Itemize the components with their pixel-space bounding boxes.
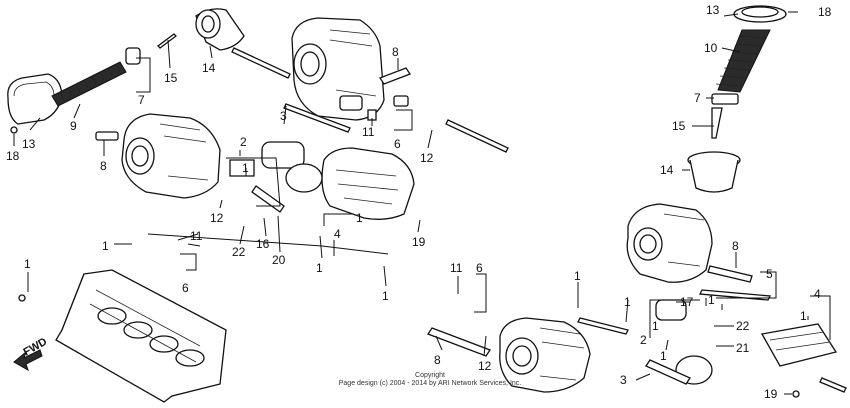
callout-1: 1 — [574, 269, 581, 283]
pilot-screw-upper — [367, 67, 509, 153]
callout-17: 17 — [680, 295, 694, 309]
callout-8: 8 — [434, 353, 441, 367]
callout-6: 6 — [182, 281, 189, 295]
callout-3: 3 — [280, 109, 287, 123]
callout-20: 20 — [272, 253, 286, 267]
callout-8: 8 — [732, 239, 739, 253]
callout-22: 22 — [736, 319, 750, 333]
callout-5: 5 — [766, 267, 773, 281]
callout-1: 1 — [102, 239, 109, 253]
callout-1: 1 — [24, 257, 31, 271]
copyright-text: Page design (c) 2004 - 2014 by ARI Netwo… — [338, 380, 522, 387]
leader-lines — [13, 11, 831, 395]
callout-15: 15 — [164, 71, 178, 85]
callout-6: 6 — [394, 137, 401, 151]
float-bowl-right — [645, 289, 847, 398]
callout-6: 6 — [476, 261, 483, 275]
callout-13: 13 — [22, 137, 36, 151]
callout-15: 15 — [672, 119, 686, 133]
callout-1: 1 — [356, 211, 363, 225]
callout-7: 7 — [694, 91, 701, 105]
callout-21: 21 — [736, 341, 750, 355]
float-bowl-middle — [229, 141, 415, 220]
callout-1: 1 — [316, 261, 323, 275]
top-cap-right — [733, 5, 787, 23]
copyright-notice: Copyright Page design (c) 2004 - 2014 by… — [300, 372, 560, 388]
vacuum-piston-right — [687, 93, 741, 193]
callout-19: 19 — [764, 387, 778, 401]
callout-16: 16 — [256, 237, 270, 251]
callout-12: 12 — [478, 359, 492, 373]
carburetor-body-right — [626, 203, 753, 283]
callout-4: 4 — [814, 287, 821, 301]
callout-19: 19 — [412, 235, 426, 249]
callout-14: 14 — [202, 61, 216, 75]
callout-labels: 13 9 18 7 15 14 8 3 11 6 12 2 1 1 8 12 1… — [6, 3, 832, 401]
callout-2: 2 — [640, 333, 647, 347]
callout-10: 10 — [704, 41, 718, 55]
callout-3: 3 — [620, 373, 627, 387]
callout-11: 11 — [450, 261, 463, 275]
callout-1: 1 — [708, 293, 715, 307]
carburetor-body-upper — [231, 17, 385, 133]
callout-7: 7 — [138, 93, 145, 107]
callout-22: 22 — [232, 245, 246, 259]
callout-18: 18 — [818, 5, 832, 19]
callout-1: 1 — [652, 319, 659, 333]
callout-1: 1 — [660, 349, 667, 363]
callout-1: 1 — [800, 309, 807, 323]
callout-11: 11 — [362, 125, 375, 139]
fwd-arrow-icon — [13, 349, 43, 372]
callout-1: 1 — [382, 289, 389, 303]
callout-18: 18 — [6, 149, 20, 163]
callout-8: 8 — [392, 45, 399, 59]
spring-right — [715, 29, 771, 93]
callout-4: 4 — [334, 227, 341, 241]
callout-11: 11 — [190, 229, 203, 243]
callout-12: 12 — [420, 151, 434, 165]
callout-13: 13 — [706, 3, 720, 17]
callout-1: 1 — [624, 295, 631, 309]
copyright-title: Copyright — [415, 372, 445, 379]
callout-8: 8 — [100, 159, 107, 173]
airbox-housing — [18, 269, 227, 403]
spring-left — [51, 61, 127, 107]
carburetor-body-lower-middle — [427, 317, 629, 393]
callout-2: 2 — [240, 135, 247, 149]
callout-9: 9 — [70, 119, 77, 133]
vacuum-piston-left — [195, 8, 245, 51]
callout-1: 1 — [242, 161, 249, 175]
callout-14: 14 — [660, 163, 674, 177]
needle-holder-left — [125, 33, 177, 65]
callout-12: 12 — [210, 211, 224, 225]
carburetor-body-middle-left — [95, 113, 221, 199]
